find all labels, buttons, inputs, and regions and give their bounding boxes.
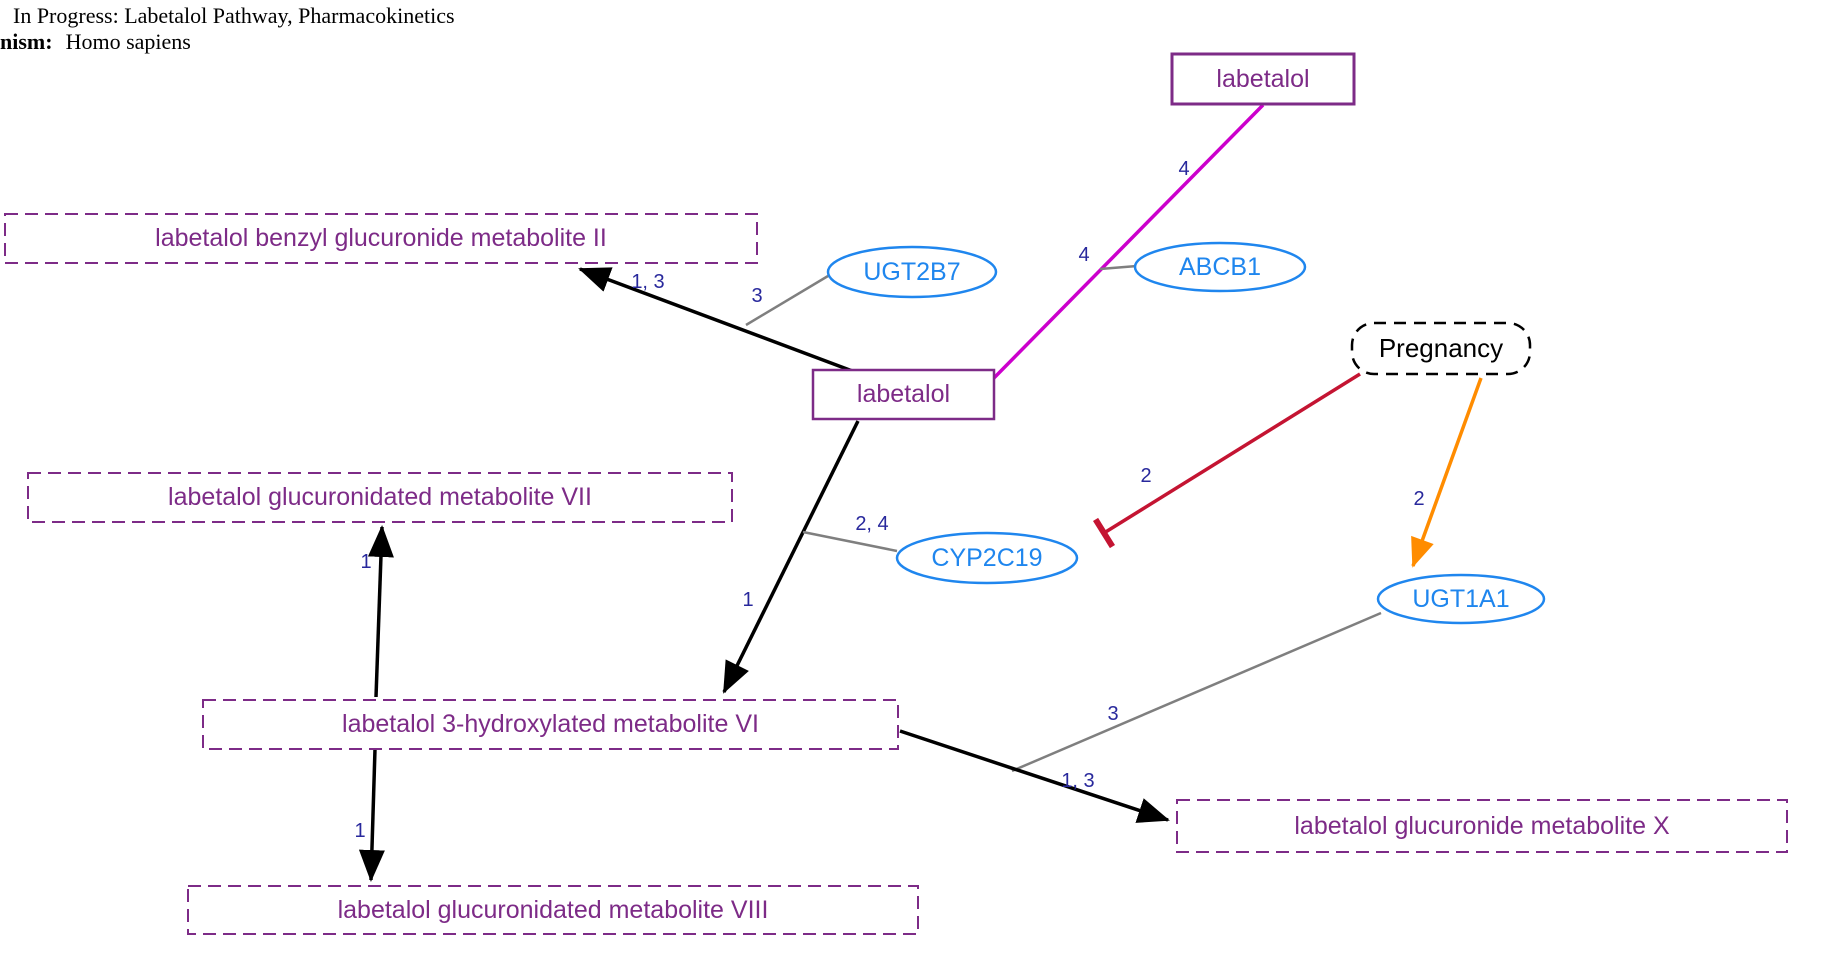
edge-label-pregnancy-ugt1a1: 2 xyxy=(1413,488,1425,510)
node-ugt2b7[interactable]: UGT2B7 xyxy=(828,247,996,297)
node-labetalol[interactable]: labetalol xyxy=(813,370,994,419)
metabolite-VII-box-shape xyxy=(27,472,733,523)
edge-label-abcb1: 4 xyxy=(1078,244,1090,266)
node-label: labetalol glucuronidated metabolite VIII xyxy=(337,895,769,924)
cyp2c19-ellipse-shape xyxy=(895,531,1079,585)
edge-label-transport: 4 xyxy=(1178,158,1190,180)
edge-label-VI-VIII: 1 xyxy=(354,820,366,842)
edge-VI-to-X[interactable] xyxy=(899,729,1170,823)
node-label: labetalol xyxy=(1216,64,1310,93)
edge-cyp2c19-connector[interactable] xyxy=(802,530,898,553)
edge-label-labetalol-VI: 1 xyxy=(742,589,754,611)
node-label: ABCB1 xyxy=(1179,252,1261,281)
edge-label-VI-X: 1, 3 xyxy=(1061,770,1095,792)
metabolite-VIII-box-shape xyxy=(187,885,919,935)
edge-label-ugt1a1: 3 xyxy=(1107,703,1119,725)
edge-pregnancy-stimulates-ugt1a1[interactable] xyxy=(1411,377,1483,568)
benzyl-II-box-shape xyxy=(4,213,758,264)
ugt1a1-ellipse-shape xyxy=(1376,573,1546,625)
edge-label-cyp2c19: 2, 4 xyxy=(855,513,889,535)
pathway-title: In Progress: Labetalol Pathway, Pharmaco… xyxy=(13,3,455,28)
edge-label-VI-VII: 1 xyxy=(360,551,372,573)
node-label: labetalol benzyl glucuronide metabolite … xyxy=(155,224,607,252)
node-label: CYP2C19 xyxy=(931,543,1043,572)
edge-VI-to-VIII[interactable] xyxy=(358,748,385,882)
node-label: UGT2B7 xyxy=(863,257,961,286)
pregnancy-box-shape xyxy=(1350,321,1532,376)
edge-label-ugt2b7: 3 xyxy=(751,285,763,307)
edge-ugt1a1-connector[interactable] xyxy=(1011,611,1382,773)
node-label: labetalol glucuronidated metabolite VII xyxy=(168,483,592,511)
node-labetalol-top[interactable]: labetalol xyxy=(1172,54,1354,104)
diagram-header: In Progress: Labetalol Pathway, Pharmaco… xyxy=(0,3,455,55)
node-pregnancy[interactable]: Pregnancy xyxy=(1352,323,1530,374)
edge-transport-labetalol[interactable] xyxy=(989,103,1265,383)
node-glucuronide-metabolite-X[interactable]: labetalol glucuronide metabolite X xyxy=(1177,800,1787,852)
node-label: labetalol 3-hydroxylated metabolite VI xyxy=(342,710,759,738)
node-benzyl-glucuronide-metabolite-II[interactable]: labetalol benzyl glucuronide metabolite … xyxy=(5,214,757,263)
node-label: Pregnancy xyxy=(1378,333,1504,363)
edge-label-labetalol-benzyl: 1, 3 xyxy=(631,271,665,293)
edge-ugt2b7-connector[interactable] xyxy=(745,274,829,327)
edge-abcb1-connector[interactable] xyxy=(1099,264,1138,271)
edge-labetalol-to-VI[interactable] xyxy=(722,420,860,694)
node-glucuronidated-metabolite-VII[interactable]: labetalol glucuronidated metabolite VII xyxy=(28,473,732,522)
ugt2b7-ellipse-shape xyxy=(826,245,998,299)
edge-VI-to-VII[interactable] xyxy=(367,525,394,698)
metabolite-VI-box-shape xyxy=(202,699,899,750)
metabolite-X-box-shape xyxy=(1176,799,1788,853)
organism-value: Homo sapiens xyxy=(65,29,191,54)
node-3-hydroxylated-metabolite-VI[interactable]: labetalol 3-hydroxylated metabolite VI xyxy=(203,700,898,749)
node-cyp2c19[interactable]: CYP2C19 xyxy=(897,533,1077,583)
node-label: UGT1A1 xyxy=(1412,584,1510,613)
abcb1-ellipse-shape xyxy=(1133,241,1307,293)
edge-pregnancy-inhibits-cyp2c19[interactable] xyxy=(1093,372,1361,549)
labetalol-top-box-shape xyxy=(1170,52,1356,106)
node-label: labetalol glucuronide metabolite X xyxy=(1294,811,1670,840)
node-label: labetalol xyxy=(856,380,951,408)
edge-label-pregnancy-cyp2c19: 2 xyxy=(1140,465,1152,487)
node-abcb1[interactable]: ABCB1 xyxy=(1135,243,1305,291)
organism-label: nism: xyxy=(0,29,53,54)
organism-line: nism: Homo sapiens xyxy=(0,29,455,55)
node-ugt1a1[interactable]: UGT1A1 xyxy=(1378,575,1544,623)
node-glucuronidated-metabolite-VIII[interactable]: labetalol glucuronidated metabolite VIII xyxy=(188,886,918,934)
edge-labetalol-to-benzyl-II[interactable] xyxy=(578,267,856,374)
labetalol-box-shape xyxy=(811,368,996,421)
